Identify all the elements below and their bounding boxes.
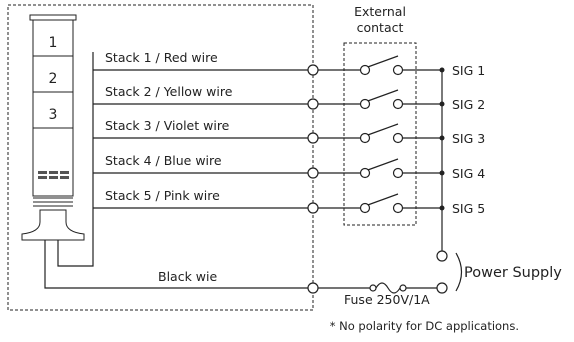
signal-tower: 1 2 3	[21, 14, 85, 241]
tower-enclosure-frame	[7, 4, 314, 311]
tower-mount-bracket	[21, 209, 85, 241]
sig-2-label: SIG 2	[452, 97, 485, 112]
sig-5-label: SIG 5	[452, 201, 485, 216]
switch-row-4: SIG 4	[313, 158, 485, 181]
tower-base-unit	[32, 127, 74, 197]
wire-stack-3: Stack 3 / Violet wire	[93, 118, 313, 139]
tower-tier-2-label: 2	[49, 71, 58, 87]
switch-row-5: SIG 5	[313, 193, 485, 216]
wire-stack-2-label: Stack 2 / Yellow wire	[105, 84, 233, 99]
external-contact-label-line-2: contact	[357, 20, 404, 35]
wire-stack-1-label: Stack 1 / Red wire	[105, 50, 218, 65]
switch-row-1: SIG 1	[313, 55, 485, 78]
sig-4-label: SIG 4	[452, 166, 485, 181]
tower-tier-1-label: 1	[49, 35, 58, 51]
wire-stack-1: Stack 1 / Red wire	[93, 50, 313, 71]
wire-stack-5-label: Stack 5 / Pink wire	[105, 188, 220, 203]
power-supply-brace	[455, 252, 463, 292]
black-common-cable	[44, 240, 313, 289]
wire-stack-5: Stack 5 / Pink wire	[93, 188, 313, 209]
wire-stack-4-label: Stack 4 / Blue wire	[105, 153, 222, 168]
sig-1-label: SIG 1	[452, 63, 485, 78]
power-terminal-top	[436, 250, 448, 262]
wire-stack-2: Stack 2 / Yellow wire	[93, 84, 313, 105]
power-supply-label: Power Supply	[464, 265, 562, 281]
polarity-footnote: * No polarity for DC applications.	[330, 319, 519, 333]
signal-cable-bundle	[57, 52, 94, 267]
wire-stack-4: Stack 4 / Blue wire	[93, 153, 313, 174]
tower-tier-3-label: 3	[49, 107, 58, 123]
external-contact-frame	[343, 42, 417, 226]
sig-3-label: SIG 3	[452, 131, 485, 146]
switch-row-2: SIG 2	[313, 89, 485, 112]
terminal-block	[307, 64, 319, 294]
fuse-label: Fuse 250V/1A	[344, 292, 430, 307]
black-wire-label: Black wie	[158, 269, 217, 284]
wire-stack-3-label: Stack 3 / Violet wire	[105, 118, 230, 133]
power-terminal-bottom	[436, 282, 448, 294]
external-contact-label-line-1: External	[354, 4, 406, 19]
tower-tier-3	[32, 91, 74, 129]
fuse-symbol	[318, 282, 437, 294]
switch-row-3: SIG 3	[313, 123, 485, 146]
